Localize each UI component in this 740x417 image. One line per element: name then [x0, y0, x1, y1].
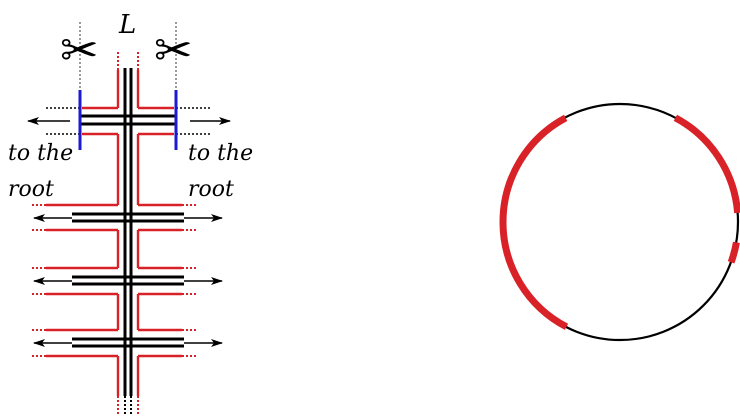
label-to-the-left: to the: [8, 141, 73, 166]
label-root-right: root: [188, 177, 234, 202]
circle-panel: [499, 102, 740, 342]
red-dotted-continuations: [32, 52, 196, 414]
red-arc-left: [499, 114, 569, 330]
scissors-icon-left: ✂: [60, 23, 99, 77]
red-arcs: [499, 114, 740, 330]
central-strand-dots: [124, 396, 132, 414]
red-arc-upper-right: [673, 114, 740, 214]
red-arc-lower-right: [727, 241, 740, 264]
ladder-panel: ✂ ✂ L to the root to the root: [8, 10, 253, 414]
label-root-left: root: [8, 177, 54, 202]
scissors-icon-right: ✂: [154, 23, 193, 77]
black-dotted-leaders: [46, 107, 210, 135]
label-L: L: [118, 10, 136, 40]
arrows: [27, 117, 231, 347]
red-brackets: [46, 70, 182, 396]
label-to-the-right: to the: [188, 141, 253, 166]
black-rungs: [72, 114, 184, 348]
blue-cut-bars: [78, 90, 178, 150]
